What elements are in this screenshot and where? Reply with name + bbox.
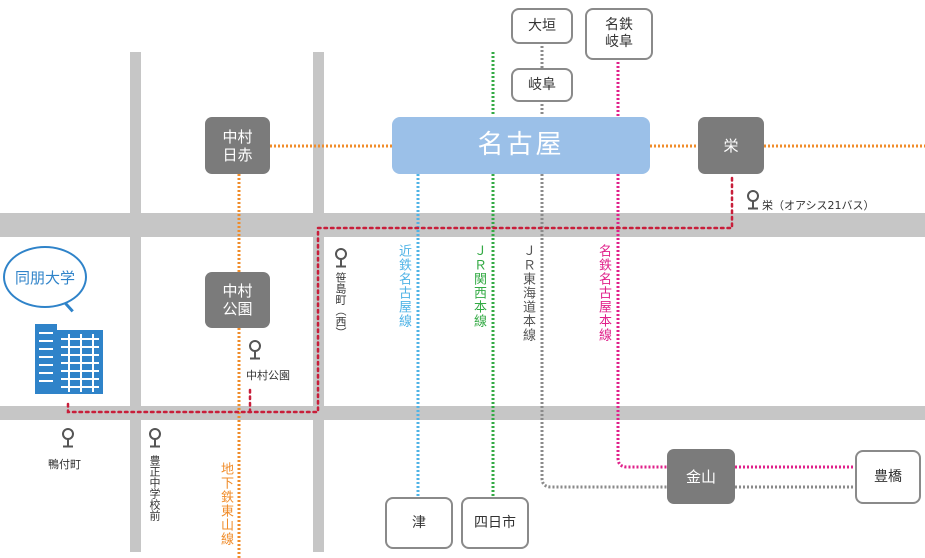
station-sakae-label: 栄: [723, 136, 739, 155]
line-label-higashiyama: 地下鉄東山線: [218, 462, 233, 546]
road-horizontal-upper: [0, 213, 925, 237]
station-ogaki-label: 大垣: [528, 17, 556, 34]
building-icon: [35, 324, 103, 394]
bus-stop-pin-icon: [62, 428, 74, 448]
bus-stop-pin-icon: [335, 248, 347, 268]
bus-stop-sakae-label: 栄（オアシス21バス）: [762, 199, 875, 212]
station-yokkaichi[interactable]: 四日市: [461, 497, 529, 549]
bus-stop-pin-icon: [149, 428, 161, 448]
station-tsu[interactable]: 津: [385, 497, 453, 549]
station-kanayama-label: 金山: [685, 467, 716, 486]
line-label-kintetsu: 近鉄名古屋線: [396, 244, 411, 328]
bus-stop-kamotsuke-label: 鴨付町: [48, 458, 81, 471]
roads: [0, 52, 925, 552]
station-toyohashi[interactable]: 豊橋: [855, 450, 921, 504]
rail-lines: [237, 42, 925, 558]
station-sakae[interactable]: 栄: [698, 117, 764, 174]
line-label-jr-kansai: ＪＲ関西本線: [471, 244, 486, 328]
station-tsu-label: 津: [412, 514, 426, 531]
bus-stop-nakamura-koen-label: 中村公園: [246, 369, 290, 382]
station-kanayama[interactable]: 金山: [667, 449, 735, 504]
station-nagoya[interactable]: 名古屋: [392, 117, 650, 174]
station-nakamura-koen-label: 中村 公園: [222, 282, 253, 318]
station-meitetsu-gifu-label: 名鉄 岐阜: [605, 17, 633, 50]
bus-stop-toyo-chugakko-label: 豊正中学校前: [148, 455, 161, 521]
university-label: 同朋大学: [3, 246, 87, 308]
station-yokkaichi-label: 四日市: [474, 514, 516, 531]
meitetsu-line-track: [616, 174, 855, 469]
bus-stop-sasashima-label: 笹島町（西）: [334, 272, 347, 338]
jr-tokaido-line-track: [540, 174, 855, 489]
road-vertical-left: [130, 52, 141, 552]
bus-stop-pin-icon: [747, 190, 759, 210]
station-toyohashi-label: 豊橋: [874, 468, 902, 485]
station-nakamura-koen[interactable]: 中村 公園: [205, 272, 270, 328]
line-label-jr-tokaido: ＪＲ東海道本線: [520, 244, 535, 342]
station-nagoya-label: 名古屋: [477, 129, 565, 160]
university-name: 同朋大学: [14, 268, 75, 287]
road-vertical-middle: [313, 52, 324, 552]
station-meitetsu-gifu[interactable]: 名鉄 岐阜: [585, 8, 653, 60]
line-label-meitetsu: 名鉄名古屋本線: [596, 244, 611, 342]
access-route: [66, 176, 734, 414]
station-nakamura-nisseki[interactable]: 中村 日赤: [205, 117, 270, 174]
road-horizontal-lower: [0, 406, 925, 420]
station-gifu-label: 岐阜: [528, 76, 556, 93]
station-nakamura-nisseki-label: 中村 日赤: [222, 127, 253, 164]
station-gifu[interactable]: 岐阜: [511, 68, 573, 102]
bus-stop-pin-icon: [249, 340, 261, 360]
station-ogaki[interactable]: 大垣: [511, 8, 573, 44]
